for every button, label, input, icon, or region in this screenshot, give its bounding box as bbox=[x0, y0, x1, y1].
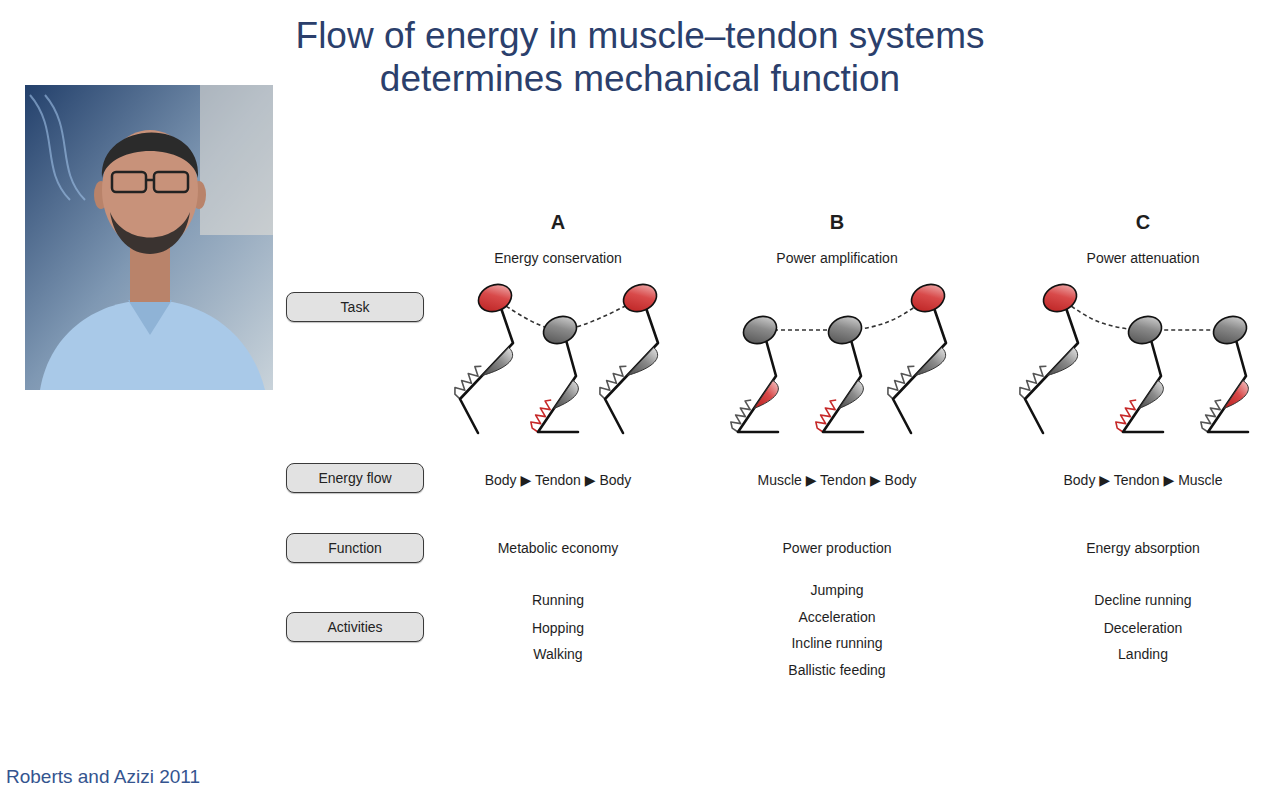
energy-flow: Body ▶ Tendon ▶ Body bbox=[485, 472, 632, 488]
task-name: Energy conservation bbox=[494, 250, 622, 266]
body-mass bbox=[739, 312, 780, 349]
muscle bbox=[482, 347, 512, 375]
tendon-spring bbox=[600, 366, 627, 399]
function-name: Energy absorption bbox=[1086, 540, 1200, 556]
leg-model bbox=[600, 280, 661, 433]
row-header-text: Task bbox=[341, 299, 370, 315]
photo-background bbox=[25, 85, 273, 390]
muscle bbox=[627, 347, 657, 375]
collar bbox=[128, 300, 172, 335]
leg-model bbox=[1201, 312, 1251, 432]
body-mass bbox=[619, 280, 660, 317]
activity: Jumping bbox=[811, 582, 864, 598]
photo-wall bbox=[200, 85, 273, 235]
row-header-box: Task bbox=[286, 292, 424, 322]
activity: Ballistic feeding bbox=[788, 662, 885, 678]
glasses bbox=[112, 172, 146, 192]
body-mass bbox=[1209, 312, 1250, 349]
function-name: Metabolic economy bbox=[498, 540, 619, 556]
beard bbox=[110, 212, 190, 254]
muscle bbox=[839, 380, 863, 408]
body-mass bbox=[824, 312, 865, 349]
row-header-text: Function bbox=[328, 540, 382, 556]
function-name: Power production bbox=[783, 540, 892, 556]
leg-model bbox=[1116, 312, 1166, 432]
tendon-spring bbox=[455, 366, 482, 399]
leg-model bbox=[816, 312, 866, 432]
tendon-spring bbox=[888, 366, 915, 399]
slide-title: Flow of energy in muscle–tendon systems … bbox=[230, 14, 1050, 100]
row-header-text: Energy flow bbox=[318, 470, 391, 486]
glasses-bridge bbox=[146, 179, 154, 182]
activity: Running bbox=[532, 592, 584, 608]
activity: Landing bbox=[1118, 646, 1168, 662]
body-mass bbox=[474, 280, 515, 317]
leg-models bbox=[455, 280, 1251, 433]
leg-model bbox=[531, 312, 581, 432]
activity: Deceleration bbox=[1104, 620, 1183, 636]
task-name: Power amplification bbox=[776, 250, 897, 266]
muscle bbox=[915, 347, 945, 375]
panel-letter: A bbox=[551, 211, 565, 234]
muscle bbox=[1047, 347, 1077, 375]
body-mass bbox=[539, 312, 580, 349]
muscle bbox=[754, 380, 778, 408]
leg-model bbox=[455, 280, 516, 433]
leg-model bbox=[731, 312, 781, 432]
glasses bbox=[154, 172, 188, 192]
activity: Decline running bbox=[1094, 592, 1191, 608]
tendon-spring bbox=[1020, 366, 1047, 399]
energy-flow: Body ▶ Tendon ▶ Muscle bbox=[1063, 472, 1222, 488]
activity: Walking bbox=[533, 646, 582, 662]
energy-flow: Muscle ▶ Tendon ▶ Body bbox=[757, 472, 916, 488]
panel-letter: C bbox=[1136, 211, 1150, 234]
row-header-text: Activities bbox=[327, 619, 382, 635]
leg-segments bbox=[738, 340, 778, 432]
muscle bbox=[1224, 380, 1248, 408]
body-mass bbox=[1124, 312, 1165, 349]
leg-model bbox=[1020, 280, 1081, 433]
leg-segments bbox=[1025, 308, 1078, 433]
muscle bbox=[554, 380, 578, 408]
shirt bbox=[40, 300, 265, 390]
leg-segments bbox=[893, 308, 946, 433]
activity: Acceleration bbox=[798, 609, 875, 625]
dna-decoration bbox=[30, 95, 85, 200]
muscle bbox=[1139, 380, 1163, 408]
citation: Roberts and Azizi 2011 bbox=[6, 766, 200, 788]
leg-segments bbox=[538, 340, 578, 432]
leg-segments bbox=[605, 308, 658, 433]
panel-letter: B bbox=[830, 211, 844, 234]
leg-segments bbox=[460, 308, 513, 433]
leg-segments bbox=[1123, 340, 1163, 432]
row-header-box: Function bbox=[286, 533, 424, 563]
body-mass bbox=[907, 280, 948, 317]
body-mass bbox=[1039, 280, 1080, 317]
activity: Hopping bbox=[532, 620, 584, 636]
row-header-box: Energy flow bbox=[286, 463, 424, 493]
portrait-photo bbox=[25, 85, 273, 390]
leg-segments bbox=[1208, 340, 1248, 432]
activity: Incline running bbox=[791, 635, 882, 651]
task-name: Power attenuation bbox=[1087, 250, 1200, 266]
leg-model bbox=[888, 280, 949, 433]
row-header-box: Activities bbox=[286, 612, 424, 642]
leg-segments bbox=[823, 340, 863, 432]
